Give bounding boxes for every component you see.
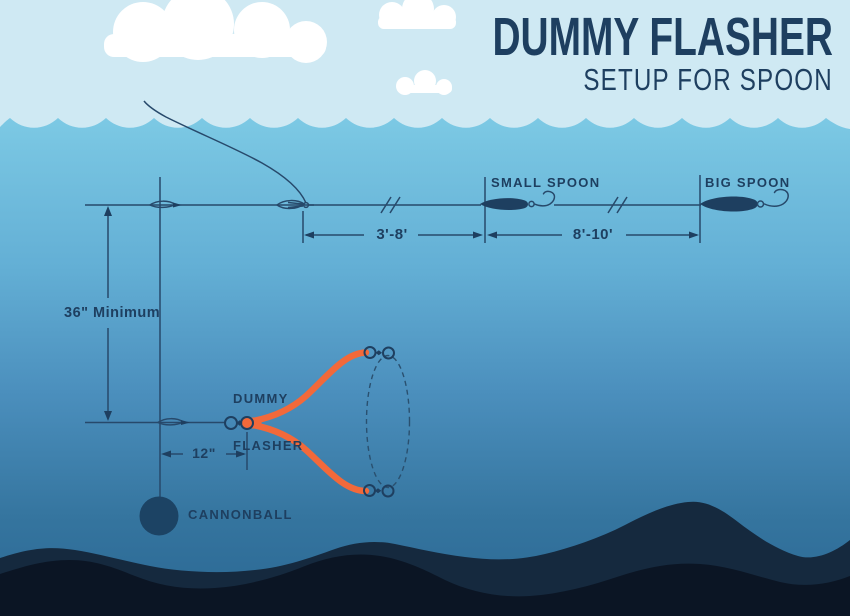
dimension-label-3-8ft: 3'-8'	[376, 226, 408, 243]
cloud-large	[104, 0, 327, 63]
small-spoon-hook	[533, 190, 556, 207]
big-spoon-ring	[756, 200, 765, 208]
dimension-label-36in: 36" Minimum	[64, 305, 161, 321]
dimension-12in	[161, 450, 246, 458]
small-spoon	[480, 190, 556, 210]
flasher-rotation-path	[365, 354, 411, 489]
fishing-line	[143, 100, 307, 204]
page-subtitle: SETUP FOR SPOON	[583, 62, 833, 97]
line-break-marks	[380, 196, 628, 214]
dimension-8-10ft	[487, 231, 699, 239]
big-spoon-hook	[763, 188, 789, 207]
big-spoon	[700, 188, 789, 212]
dimension-3-8ft	[304, 231, 483, 239]
mountains-front	[0, 554, 850, 616]
cloud-small	[396, 70, 452, 95]
dummy-flasher	[240, 349, 370, 495]
swivel-upper	[148, 200, 182, 209]
cloud-medium	[378, 0, 456, 29]
dimension-label-8-10ft: 8'-10'	[572, 226, 614, 243]
cannonball-label: CANNONBALL	[188, 507, 293, 522]
page-title: DUMMY FLASHER	[492, 7, 833, 67]
dummy-flasher-label-line1: DUMMY	[233, 391, 289, 406]
big-spoon-label: BIG SPOON	[705, 175, 791, 190]
dummy-flasher-label-line2: FLASHER	[233, 438, 304, 453]
dimension-36in	[104, 206, 112, 421]
swivel-lower	[156, 417, 190, 426]
dummy-flasher-label: DUMMY FLASHER	[233, 361, 304, 483]
dimension-label-12in: 12"	[192, 445, 216, 461]
cannonball-weight	[139, 496, 179, 536]
flasher-swivel-rings	[224, 346, 395, 498]
release-clip	[275, 199, 314, 210]
small-spoon-label: SMALL SPOON	[491, 175, 601, 190]
water	[0, 118, 850, 616]
